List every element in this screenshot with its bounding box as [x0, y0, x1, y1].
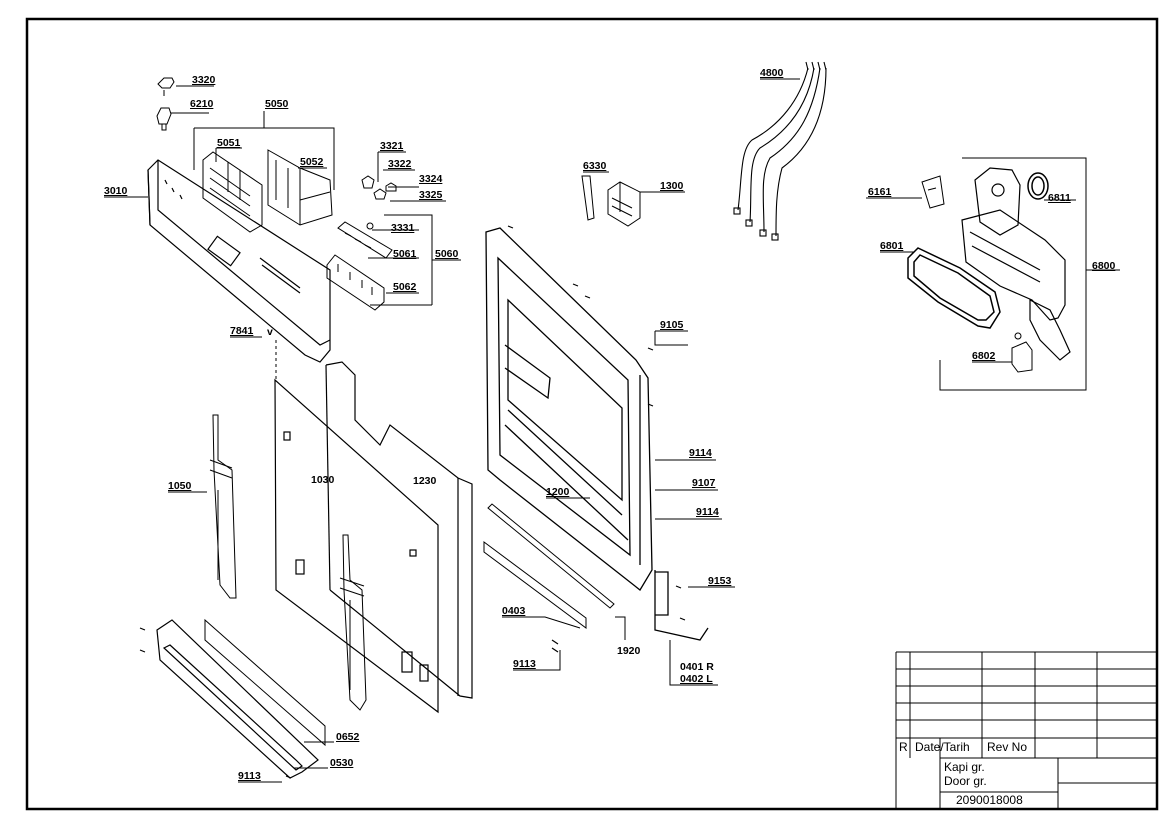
label-5061: 5061	[393, 248, 417, 260]
title-block-drawing-number: 2090018008	[956, 793, 1023, 807]
label-0402-l: 0402 L	[680, 673, 713, 685]
label-3322: 3322	[388, 158, 412, 170]
part-3010-control-panel	[147, 159, 331, 363]
part-5061-button-strip	[337, 221, 393, 259]
part-6330-clip	[581, 175, 595, 221]
label-6210: 6210	[190, 98, 214, 110]
label-1200: 1200	[546, 486, 570, 498]
label-5060: 5060	[435, 248, 459, 260]
label-7841: 7841	[230, 325, 254, 337]
screw-set	[139, 225, 686, 779]
label-1050: 1050	[168, 480, 192, 492]
label-1920: 1920	[617, 645, 641, 657]
label-9113-left: 9113	[238, 770, 261, 782]
label-6800: 6800	[1092, 260, 1116, 272]
part-1230-insulation	[325, 361, 473, 699]
label-6801: 6801	[880, 240, 904, 252]
label-3324: 3324	[419, 173, 443, 185]
label-5051: 5051	[217, 137, 241, 149]
part-hinge-right	[339, 534, 367, 711]
part-6800-dispenser	[961, 167, 1071, 361]
label-6802: 6802	[972, 350, 996, 362]
label-3320: 3320	[192, 74, 216, 86]
title-block-row-marker: R	[899, 740, 908, 754]
sheet-border	[25, 17, 1159, 811]
label-9153: 9153	[708, 575, 732, 587]
label-3010: 3010	[104, 185, 128, 197]
part-6802-actuator	[1011, 332, 1033, 373]
leader-lines	[104, 78, 1120, 783]
part-1920-strip	[483, 541, 587, 629]
part-3320-clip	[157, 77, 175, 96]
label-9114-lower: 9114	[696, 506, 719, 518]
title-block-rev-header: Rev No	[987, 740, 1028, 754]
label-1230: 1230	[413, 475, 437, 487]
part-5062-button-block	[326, 254, 385, 311]
label-9114-upper: 9114	[689, 447, 712, 459]
part-6801-gasket	[907, 247, 1001, 329]
label-7841-marker: v	[267, 326, 273, 338]
label-6811: 6811	[1048, 192, 1071, 204]
part-6811-seal	[1027, 172, 1049, 200]
part-4800-wiring-harness	[733, 61, 827, 241]
part-1200-door-frame	[485, 227, 709, 641]
part-1050-hinge-left	[209, 414, 237, 599]
label-6161: 6161	[868, 186, 892, 198]
label-0401-r: 0401 R	[680, 661, 714, 673]
label-9105: 9105	[660, 319, 684, 331]
label-1030: 1030	[311, 474, 335, 486]
title-block-date-header: Date/Tarih	[915, 740, 970, 754]
title-block-grid	[895, 651, 1157, 809]
label-0403: 0403	[502, 605, 526, 617]
part-3321-3325-small-parts	[361, 175, 397, 200]
title-block-title-en: Door gr.	[944, 774, 987, 788]
label-4800: 4800	[760, 67, 784, 79]
part-0652-foil	[204, 618, 326, 747]
part-0403-strip	[487, 503, 615, 609]
label-3325: 3325	[419, 189, 443, 201]
label-0530: 0530	[330, 757, 354, 769]
part-1030-inner-panel	[274, 378, 439, 714]
label-3331: 3331	[391, 222, 415, 234]
label-5050: 5050	[265, 98, 289, 110]
label-0652: 0652	[336, 731, 360, 743]
label-3321: 3321	[380, 140, 404, 152]
part-3331-screw	[366, 222, 374, 230]
label-9113-right: 9113	[513, 658, 536, 670]
label-1300: 1300	[660, 180, 684, 192]
label-5062: 5062	[393, 281, 417, 293]
label-6330: 6330	[583, 160, 607, 172]
title-block-title-tr: Kapi gr.	[944, 760, 985, 774]
part-5051-board-frame	[202, 151, 263, 233]
part-1300-door-switch	[607, 181, 641, 227]
part-6161-latch	[921, 175, 945, 209]
label-9107: 9107	[692, 477, 716, 489]
part-6210-knob	[156, 107, 172, 131]
label-5052: 5052	[300, 156, 324, 168]
